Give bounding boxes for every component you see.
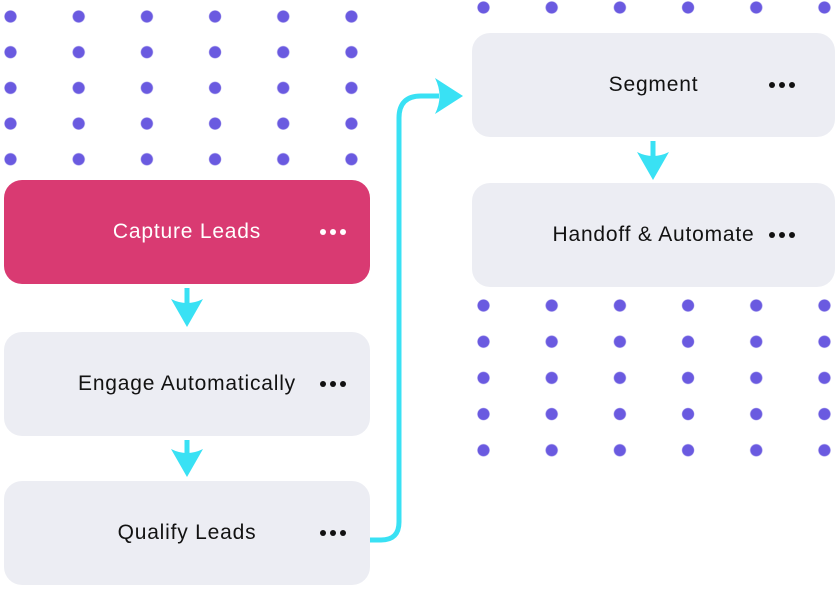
node-handoff-automate[interactable]: Handoff & Automate xyxy=(472,183,835,287)
dot-grid-top-left xyxy=(4,10,358,167)
node-segment[interactable]: Segment xyxy=(472,33,835,137)
edge-segment-to-handoff xyxy=(637,141,669,180)
edge-capture-to-engage xyxy=(171,288,203,327)
ellipsis-icon[interactable] xyxy=(320,377,346,391)
ellipsis-icon[interactable] xyxy=(320,526,346,540)
node-capture-leads[interactable]: Capture Leads xyxy=(4,180,370,284)
node-label: Segment xyxy=(608,73,699,96)
dot-grid-top-right-row xyxy=(477,1,831,14)
node-qualify-leads[interactable]: Qualify Leads xyxy=(4,481,370,585)
node-label: Engage Automatically xyxy=(78,372,296,395)
dot-grid-mid-right xyxy=(477,299,831,457)
node-engage-automatically[interactable]: Engage Automatically xyxy=(4,332,370,436)
edge-engage-to-qualify xyxy=(171,440,203,477)
ellipsis-icon[interactable] xyxy=(769,78,795,92)
ellipsis-icon[interactable] xyxy=(320,225,346,239)
ellipsis-icon[interactable] xyxy=(769,228,795,242)
node-label: Handoff & Automate xyxy=(552,223,755,246)
node-label: Qualify Leads xyxy=(117,521,257,544)
node-label: Capture Leads xyxy=(112,220,262,243)
edge-qualify-to-segment xyxy=(370,78,463,543)
